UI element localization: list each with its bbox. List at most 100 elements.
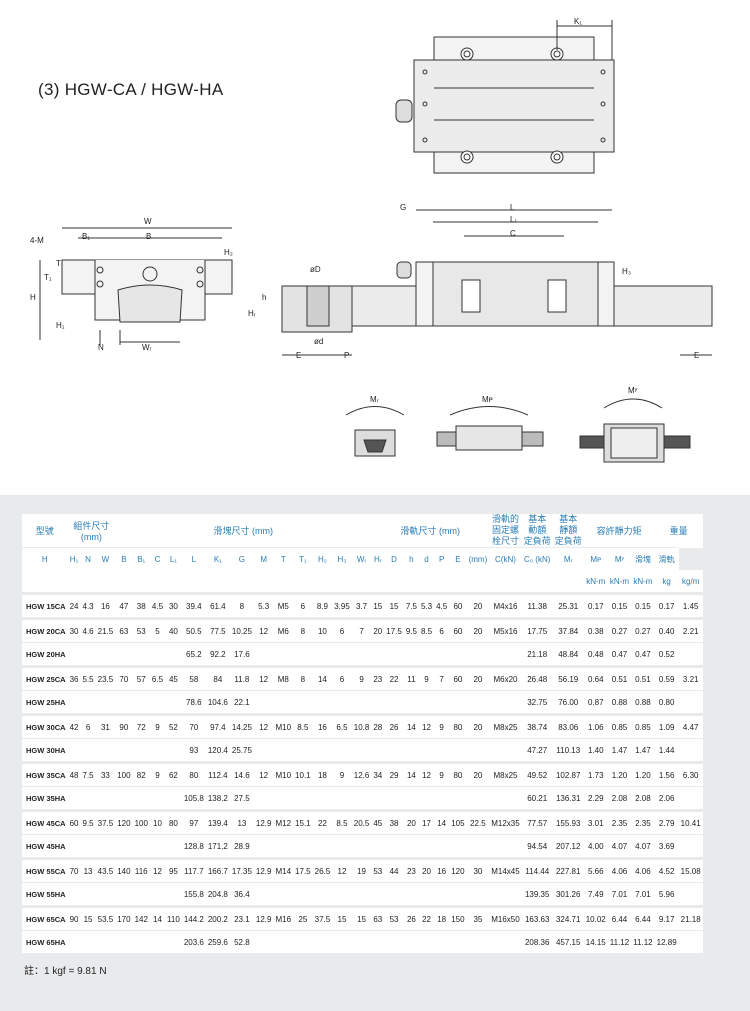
value-cell: 208.36 xyxy=(521,930,553,953)
value-cell: 57 xyxy=(132,665,150,691)
value-cell xyxy=(273,930,294,953)
model-cell: HGW 55CA xyxy=(22,857,68,883)
value-cell: 38 xyxy=(132,592,150,619)
value-cell xyxy=(67,690,81,715)
value-cell xyxy=(384,642,404,667)
value-cell xyxy=(332,642,352,667)
value-cell: 82 xyxy=(132,761,150,787)
value-cell xyxy=(80,882,96,907)
value-cell: M10 xyxy=(273,761,294,787)
value-cell: 29 xyxy=(384,761,404,787)
value-cell xyxy=(351,690,372,715)
value-cell xyxy=(293,882,313,907)
label-l: L xyxy=(510,203,515,212)
value-cell: 5.3 xyxy=(418,592,435,619)
value-cell: 7.5 xyxy=(80,761,96,787)
value-cell: 17.75 xyxy=(521,617,553,643)
value-cell xyxy=(67,834,81,859)
label-e2: E xyxy=(694,351,699,360)
value-cell xyxy=(67,882,81,907)
value-cell xyxy=(351,738,372,763)
value-cell xyxy=(466,930,490,953)
value-cell: 0.15 xyxy=(631,592,655,619)
value-cell: 35 xyxy=(466,905,490,931)
value-cell: 95 xyxy=(165,857,182,883)
value-cell: 22.1 xyxy=(229,690,254,715)
value-cell: 110 xyxy=(165,905,182,931)
value-cell: 2.79 xyxy=(654,809,679,835)
value-cell: 5.3 xyxy=(253,592,274,619)
value-cell xyxy=(115,690,133,715)
label-4m: 4-M xyxy=(30,236,44,245)
value-cell xyxy=(67,738,81,763)
value-cell: 48 xyxy=(67,761,81,787)
value-cell: 93 xyxy=(181,738,206,763)
value-cell: 40 xyxy=(165,617,182,643)
value-cell: 10.25 xyxy=(229,617,254,643)
value-cell: 53.5 xyxy=(95,905,116,931)
value-cell: 22 xyxy=(418,905,435,931)
value-cell xyxy=(371,930,385,953)
value-cell xyxy=(115,642,133,667)
value-cell: 11.8 xyxy=(229,665,254,691)
value-cell: 12 xyxy=(332,857,352,883)
value-cell: 100 xyxy=(115,761,133,787)
model-cell: HGW 45CA xyxy=(22,809,68,835)
label-h1: H₁ xyxy=(56,321,65,330)
value-cell xyxy=(384,786,404,811)
value-cell xyxy=(67,642,81,667)
value-cell xyxy=(489,738,522,763)
value-cell xyxy=(351,834,372,859)
value-cell: 8 xyxy=(229,592,254,619)
value-cell: 0.51 xyxy=(631,665,655,691)
value-cell: 20 xyxy=(466,761,490,787)
value-cell: 155.8 xyxy=(181,882,206,907)
unit-header: kN-m xyxy=(607,570,632,594)
value-cell: 12.9 xyxy=(253,857,274,883)
value-cell: 2.08 xyxy=(607,786,632,811)
symbol-header: T₁ xyxy=(293,547,313,570)
value-cell xyxy=(434,882,450,907)
header-block: 滑塊尺寸 (mm) xyxy=(115,514,372,548)
symbol-header: K₁ xyxy=(205,547,230,570)
value-cell: 0.40 xyxy=(654,617,679,643)
value-cell: M14x45 xyxy=(489,857,522,883)
header-static-load: 基本 靜額 定負荷 xyxy=(552,514,584,548)
model-cell: HGW 15CA xyxy=(22,592,68,619)
value-cell xyxy=(351,786,372,811)
value-cell: 20 xyxy=(466,713,490,739)
value-cell: 26.48 xyxy=(521,665,553,691)
symbol-header: N xyxy=(80,547,96,570)
header-moment: 容許靜力矩 xyxy=(583,514,655,548)
value-cell: M8x25 xyxy=(489,761,522,787)
value-cell: 6.44 xyxy=(631,905,655,931)
value-cell xyxy=(312,690,333,715)
value-cell xyxy=(95,690,116,715)
value-cell: 6.5 xyxy=(332,713,352,739)
value-cell: 6.44 xyxy=(607,905,632,931)
value-cell: 102.87 xyxy=(552,761,584,787)
value-cell: 25.75 xyxy=(229,738,254,763)
symbol-header: D xyxy=(384,547,404,570)
value-cell xyxy=(149,834,166,859)
value-cell xyxy=(253,786,274,811)
label-t1: T₁ xyxy=(44,273,52,282)
value-cell: 14 xyxy=(434,809,450,835)
value-cell: 8.5 xyxy=(418,617,435,643)
value-cell xyxy=(253,882,274,907)
unit-header: kN-m xyxy=(583,570,608,594)
value-cell: 114.44 xyxy=(521,857,553,883)
value-cell: 53 xyxy=(132,617,150,643)
value-cell: M16x50 xyxy=(489,905,522,931)
value-cell: 94.54 xyxy=(521,834,553,859)
value-cell xyxy=(678,690,703,715)
value-cell xyxy=(132,786,150,811)
value-cell: 117.7 xyxy=(181,857,206,883)
header-assembly: 組件尺寸 (mm) xyxy=(67,514,116,548)
value-cell: M8x25 xyxy=(489,713,522,739)
value-cell xyxy=(165,882,182,907)
